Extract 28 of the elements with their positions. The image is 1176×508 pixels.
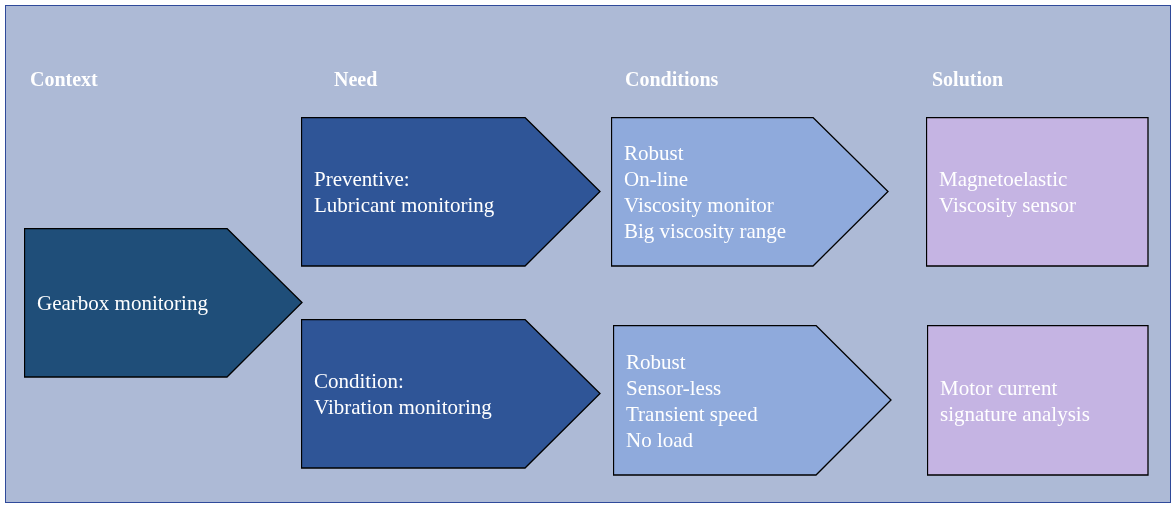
node-text: signature analysis (940, 400, 1090, 427)
column-heading: Context (30, 68, 98, 91)
node-text: Preventive: (314, 166, 410, 192)
node-text: Robust (626, 348, 686, 375)
node-text: Sensor-less (626, 374, 722, 401)
solution-box (927, 325, 1149, 476)
pentagon-arrow-shape (24, 228, 303, 378)
pentagon-arrow-shape (611, 117, 889, 267)
node-text: On-line (624, 166, 689, 192)
solution-box (926, 117, 1149, 267)
node-text: Condition: (314, 368, 404, 394)
node-text: Gearbox monitoring (37, 290, 208, 316)
node-text: Big viscosity range (624, 218, 787, 244)
node-text: Transient speed (626, 400, 758, 427)
node-text: Motor current (940, 374, 1058, 401)
node-text: Lubricant monitoring (314, 192, 495, 218)
node-text: Viscosity sensor (939, 192, 1076, 218)
node-text: Magnetoelastic (939, 166, 1068, 192)
pentagon-arrow-shape (301, 117, 601, 267)
pentagon-arrow-shape (301, 319, 601, 469)
pentagon-arrow-shape (613, 325, 892, 476)
node-text: Robust (624, 140, 684, 166)
column-heading: Conditions (625, 68, 719, 91)
column-heading: Solution (932, 68, 1004, 91)
node-text: Vibration monitoring (314, 394, 492, 420)
node-text: No load (626, 426, 694, 453)
node-text: Viscosity monitor (624, 192, 774, 218)
column-heading: Need (334, 68, 378, 91)
